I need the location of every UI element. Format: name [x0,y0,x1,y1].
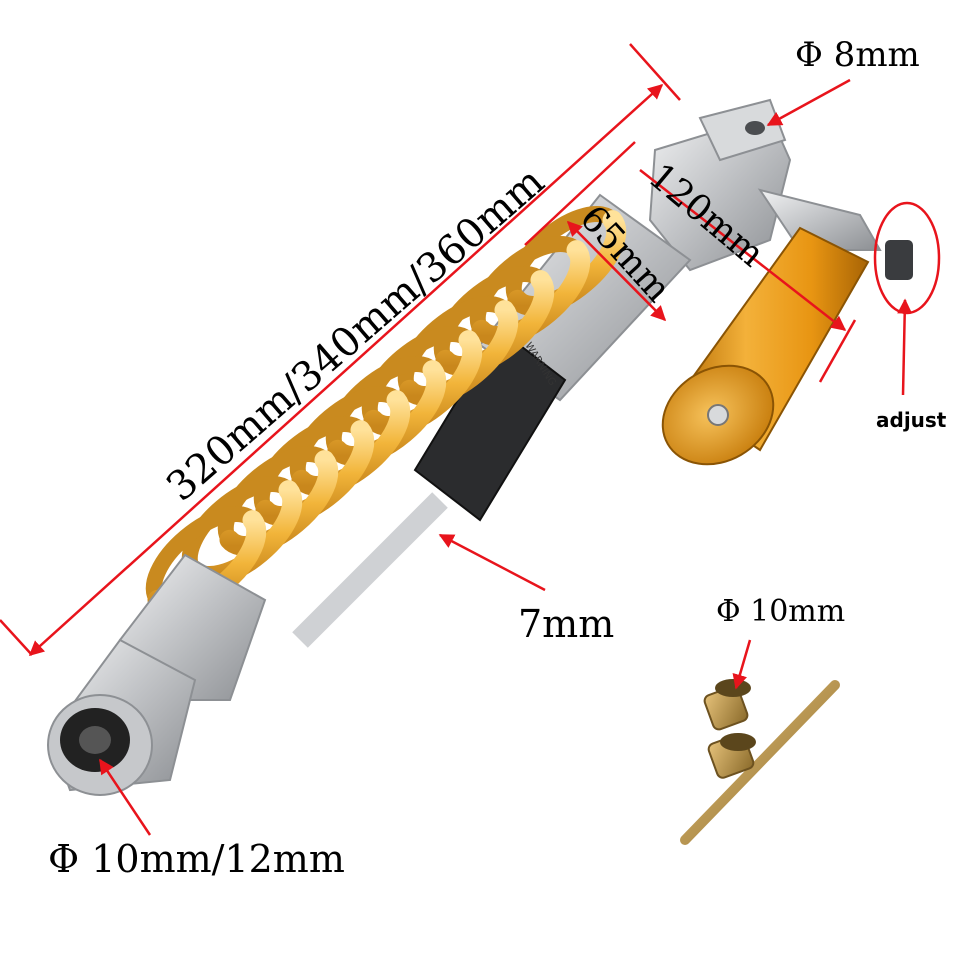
overall-length-tick-bottom [0,619,33,656]
cap-bolt [707,404,729,426]
bottom-mount [47,553,267,796]
overall-length-line [28,83,664,657]
top-eye-diameter-label: Φ 8mm [795,35,920,75]
top-mount [648,98,882,272]
bushing-kit [680,679,840,845]
spring-wire-label: 7mm [518,602,615,646]
bushing-diameter-label: Φ 10mm [716,594,846,629]
top-eye-hole [745,121,765,135]
annotations [0,43,941,836]
bushing-arrow [732,639,752,690]
thread-length-line [566,220,667,322]
mounting-pin [680,680,840,845]
eye-hole [79,726,111,754]
overall-length-tick-top [629,43,681,101]
reservoir-length-tick [818,319,857,383]
gas-reservoir [661,226,913,466]
top-eye-arrow [766,78,851,127]
thread-length-tick [524,141,636,246]
bushing-2-bore [720,733,756,751]
adjust-arrow [897,298,913,396]
bottom-eye-arrow [98,758,152,836]
bushing-1-bore [715,679,751,697]
adjuster-knob [885,240,913,280]
spring-wire-arrow [438,533,546,592]
adjust-label: adjust [876,408,947,432]
piston-rod [292,492,448,648]
reservoir-length-line [639,169,847,331]
bottom-eye-diameter-label: Φ 10mm/12mm [48,837,345,881]
reservoir-bridge [757,188,882,251]
